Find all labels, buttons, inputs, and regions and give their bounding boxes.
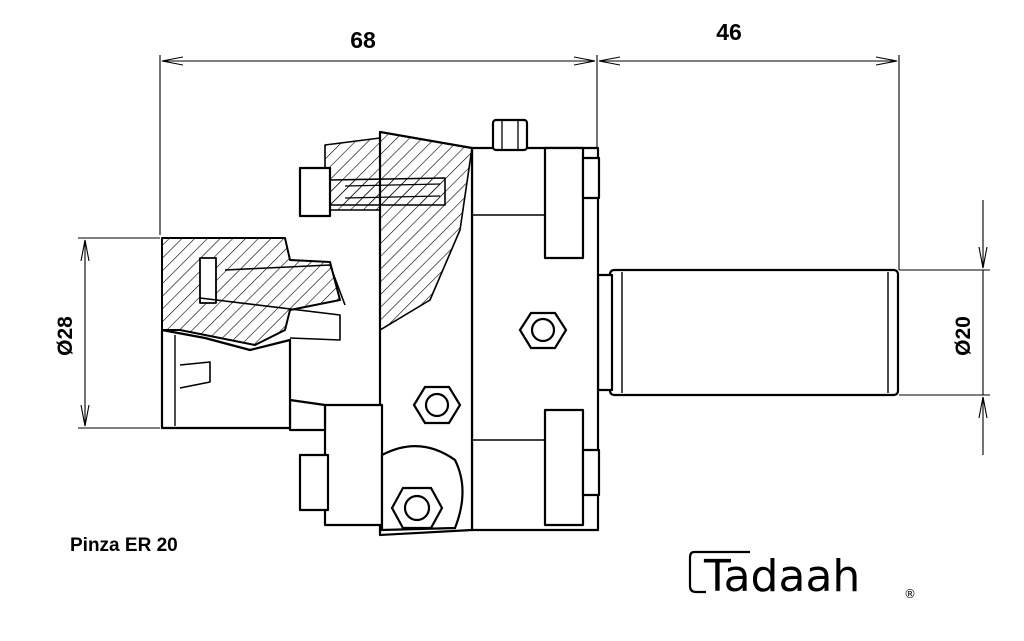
dimension-lines (78, 55, 990, 455)
brand-logo-text: Tadaah (703, 551, 860, 602)
hex-nut-lower (380, 445, 464, 532)
dimension-label-shank-length: 46 (716, 19, 742, 45)
dimension-label-nut-diameter: Ø28 (54, 316, 77, 356)
hex-nut-middle (412, 385, 462, 425)
collet-nut (161, 237, 341, 346)
hex-nut-upper (518, 311, 568, 350)
dimension-label-shank-diameter: Ø20 (952, 316, 975, 356)
top-screw (491, 118, 529, 152)
caption-collet-type: Pinza ER 20 (70, 535, 178, 556)
brand-logo: Tadaah ® (688, 550, 916, 602)
dimension-label-overall-length: 68 (350, 27, 376, 53)
tool-holder-body (160, 118, 900, 537)
registered-mark: ® (904, 587, 916, 601)
shank (608, 268, 900, 397)
